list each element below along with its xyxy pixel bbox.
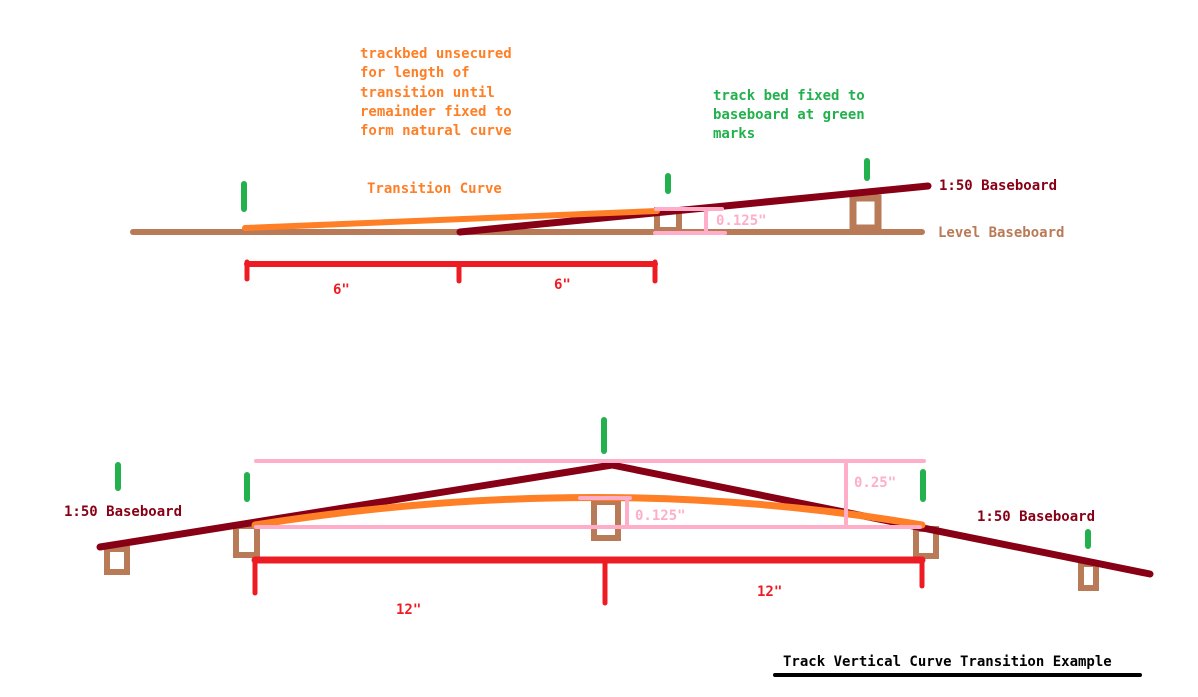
right-incline-label: 1:50 Baseboard bbox=[977, 509, 1095, 525]
top-diagram: 0.125" 6" 6" trackbed unsecured for leng… bbox=[130, 46, 1064, 298]
svg-text:marks: marks bbox=[713, 126, 755, 142]
support-block bbox=[849, 194, 882, 232]
note-fixed: track bed fixed to baseboard at green ma… bbox=[713, 88, 865, 142]
ruler bbox=[251, 556, 926, 606]
rise-measures bbox=[254, 459, 926, 529]
svg-text:trackbed unsecured: trackbed unsecured bbox=[360, 46, 512, 62]
note-unsecured: trackbed unsecured for length of transit… bbox=[360, 46, 512, 139]
fix-marks bbox=[115, 417, 1091, 549]
ruler-label: 6" bbox=[554, 277, 571, 293]
incline-label: 1:50 Baseboard bbox=[939, 178, 1057, 194]
svg-text:remainder fixed to: remainder fixed to bbox=[360, 104, 512, 120]
bottom-diagram: 0.125" 0.25" 12" 12" 1:50 Baseboard 1:50… bbox=[64, 417, 1154, 618]
ruler bbox=[244, 259, 658, 284]
svg-text:form natural curve: form natural curve bbox=[360, 123, 512, 139]
svg-text:transition until: transition until bbox=[360, 85, 495, 101]
rise-label: 0.125" bbox=[716, 213, 767, 229]
level-label: Level Baseboard bbox=[938, 225, 1064, 241]
svg-text:baseboard at green: baseboard at green bbox=[713, 107, 865, 123]
transition-curve bbox=[251, 494, 926, 529]
mid-rise-label: 0.125" bbox=[635, 508, 686, 524]
ruler-label: 12" bbox=[396, 602, 421, 618]
left-incline-label: 1:50 Baseboard bbox=[64, 504, 182, 520]
ruler-label: 6" bbox=[333, 282, 350, 298]
diagram-title: Track Vertical Curve Transition Example bbox=[783, 654, 1112, 670]
ruler-label: 12" bbox=[757, 584, 782, 600]
rise-measure bbox=[653, 207, 727, 235]
peak-rise-label: 0.25" bbox=[854, 475, 896, 491]
svg-text:for length of: for length of bbox=[360, 65, 470, 81]
transition-label: Transition Curve bbox=[367, 181, 502, 197]
svg-text:track bed fixed to: track bed fixed to bbox=[713, 88, 865, 104]
transition-curve bbox=[242, 208, 660, 231]
fix-marks bbox=[241, 158, 870, 212]
